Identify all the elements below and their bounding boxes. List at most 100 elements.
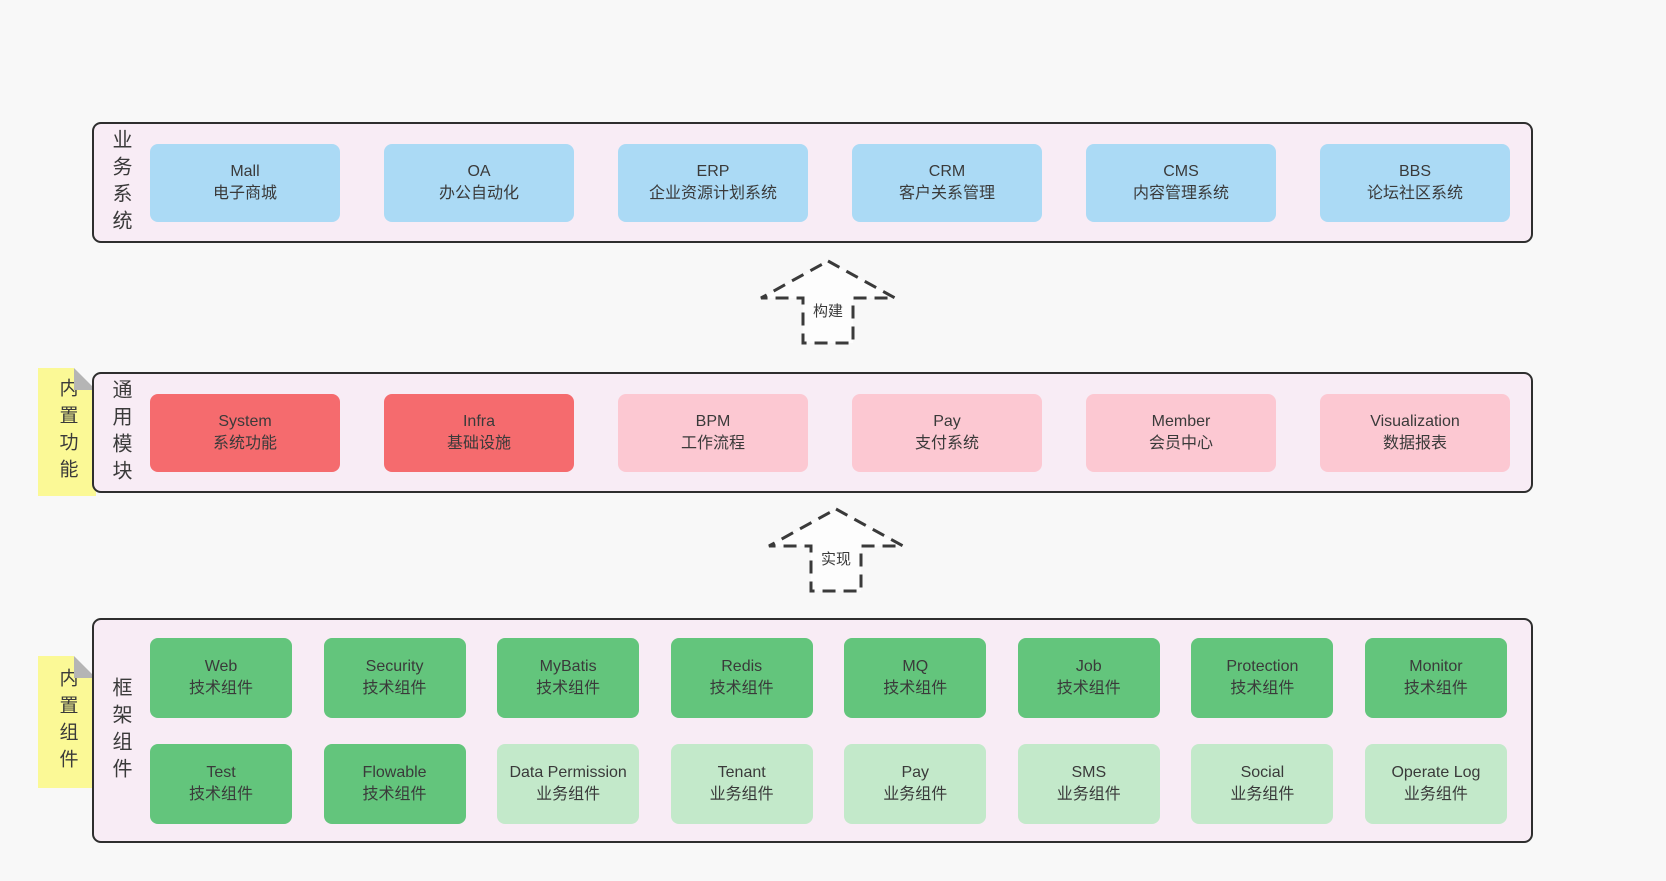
box-subtitle: 内容管理系统 xyxy=(1132,184,1229,202)
box-title: Operate Log xyxy=(1391,763,1481,781)
box-title: MQ xyxy=(902,657,929,675)
framework-components-grid: Web 技术组件 Security 技术组件 MyBatis 技术组件 Redi… xyxy=(135,637,1531,824)
box-title: Job xyxy=(1075,657,1102,675)
box-subtitle: 技术组件 xyxy=(709,679,774,697)
business-systems-panel: 业务系统 Mall 电子商城 OA 办公自动化 ERP 企业资源计划系统 CRM… xyxy=(92,122,1533,243)
box-title: BBS xyxy=(1398,162,1431,180)
box-subtitle: 技术组件 xyxy=(1403,679,1468,697)
box-subtitle: 技术组件 xyxy=(188,679,253,697)
box-title: Data Permission xyxy=(509,763,627,781)
box-title: Visualization xyxy=(1370,412,1460,430)
box-subtitle: 技术组件 xyxy=(362,785,427,803)
box-subtitle: 技术组件 xyxy=(1230,679,1295,697)
common-modules-panel: 通用模块 System 系统功能 Infra 基础设施 BPM 工作流程 Pay… xyxy=(92,372,1533,493)
box-monitor: Monitor 技术组件 xyxy=(1364,637,1507,718)
box-system: System 系统功能 xyxy=(150,393,340,472)
box-title: Web xyxy=(204,657,238,675)
implement-arrow-label: 实现 xyxy=(817,548,855,569)
framework-components-label: 框架组件 xyxy=(109,676,131,785)
box-subtitle: 支付系统 xyxy=(914,434,979,452)
framework-row-1: Web 技术组件 Security 技术组件 MyBatis 技术组件 Redi… xyxy=(150,637,1507,718)
box-title: Test xyxy=(206,763,236,781)
box-subtitle: 技术组件 xyxy=(188,785,253,803)
box-title: Member xyxy=(1151,412,1211,430)
box-subtitle: 技术组件 xyxy=(362,679,427,697)
builtin-components-sticky-note: 内置组件 xyxy=(38,656,96,788)
box-subtitle: 业务组件 xyxy=(1056,785,1121,803)
box-member: Member 会员中心 xyxy=(1086,393,1276,472)
box-title: Tenant xyxy=(717,763,766,781)
box-tenant: Tenant 业务组件 xyxy=(670,743,813,824)
box-subtitle: 工作流程 xyxy=(680,434,745,452)
box-job: Job 技术组件 xyxy=(1017,637,1160,718)
box-title: Pay xyxy=(933,412,961,430)
box-mybatis: MyBatis 技术组件 xyxy=(497,637,640,718)
box-protection: Protection 技术组件 xyxy=(1191,637,1334,718)
box-title: Flowable xyxy=(362,763,427,781)
box-title: ERP xyxy=(696,162,730,180)
box-title: System xyxy=(218,412,272,430)
box-title: OA xyxy=(467,162,491,180)
box-title: Infra xyxy=(462,412,495,430)
box-subtitle: 技术组件 xyxy=(1056,679,1121,697)
box-mq: MQ 技术组件 xyxy=(844,637,987,718)
box-title: Monitor xyxy=(1409,657,1463,675)
box-title: Mall xyxy=(230,162,260,180)
box-subtitle: 客户关系管理 xyxy=(898,184,995,202)
box-operate-log: Operate Log 业务组件 xyxy=(1364,743,1507,824)
box-subtitle: 业务组件 xyxy=(709,785,774,803)
box-social: Social 业务组件 xyxy=(1191,743,1334,824)
box-flowable: Flowable 技术组件 xyxy=(323,743,466,824)
box-subtitle: 办公自动化 xyxy=(438,184,519,202)
box-title: Redis xyxy=(721,657,763,675)
builtin-components-label: 内置组件 xyxy=(56,668,78,776)
box-test: Test 技术组件 xyxy=(150,743,292,824)
business-systems-boxes: Mall 电子商城 OA 办公自动化 ERP 企业资源计划系统 CRM 客户关系… xyxy=(135,143,1531,222)
box-title: MyBatis xyxy=(539,657,597,675)
box-cms: CMS 内容管理系统 xyxy=(1086,143,1276,222)
implement-arrow: 实现 xyxy=(766,506,906,594)
box-title: CRM xyxy=(928,162,966,180)
box-subtitle: 论坛社区系统 xyxy=(1366,184,1463,202)
box-title: Pay xyxy=(901,763,930,781)
box-subtitle: 会员中心 xyxy=(1148,434,1213,452)
box-subtitle: 技术组件 xyxy=(536,679,601,697)
box-title: BPM xyxy=(695,412,731,430)
box-web: Web 技术组件 xyxy=(150,637,292,718)
builtin-features-sticky-note: 内置功能 xyxy=(38,368,96,496)
box-subtitle: 数据报表 xyxy=(1382,434,1447,452)
builtin-features-label: 内置功能 xyxy=(56,378,78,486)
framework-components-panel: 框架组件 Web 技术组件 Security 技术组件 MyBatis 技术组件… xyxy=(92,618,1533,843)
business-systems-label: 业务系统 xyxy=(109,128,131,237)
box-subtitle: 业务组件 xyxy=(1403,785,1468,803)
box-redis: Redis 技术组件 xyxy=(670,637,813,718)
box-title: CMS xyxy=(1163,162,1199,180)
box-visualization: Visualization 数据报表 xyxy=(1320,393,1510,472)
box-crm: CRM 客户关系管理 xyxy=(852,143,1042,222)
box-security: Security 技术组件 xyxy=(323,637,466,718)
box-mall: Mall 电子商城 xyxy=(150,143,340,222)
build-arrow: 构建 xyxy=(758,258,898,346)
box-infra: Infra 基础设施 xyxy=(384,393,574,472)
box-title: Security xyxy=(365,657,424,675)
box-subtitle: 技术组件 xyxy=(883,679,948,697)
box-oa: OA 办公自动化 xyxy=(384,143,574,222)
framework-row-2: Test 技术组件 Flowable 技术组件 Data Permission … xyxy=(150,743,1507,824)
box-subtitle: 业务组件 xyxy=(1230,785,1295,803)
box-subtitle: 系统功能 xyxy=(212,434,277,452)
box-title: Social xyxy=(1240,763,1285,781)
box-subtitle: 电子商城 xyxy=(212,184,277,202)
box-sms: SMS 业务组件 xyxy=(1017,743,1160,824)
box-subtitle: 基础设施 xyxy=(446,434,511,452)
box-title: Protection xyxy=(1226,657,1299,675)
box-data-permission: Data Permission 业务组件 xyxy=(497,743,640,824)
box-erp: ERP 企业资源计划系统 xyxy=(618,143,808,222)
box-subtitle: 业务组件 xyxy=(536,785,601,803)
box-bpm: BPM 工作流程 xyxy=(618,393,808,472)
box-pay-module: Pay 支付系统 xyxy=(852,393,1042,472)
box-subtitle: 企业资源计划系统 xyxy=(648,184,777,202)
box-bbs: BBS 论坛社区系统 xyxy=(1320,143,1510,222)
build-arrow-label: 构建 xyxy=(809,300,847,321)
common-modules-boxes: System 系统功能 Infra 基础设施 BPM 工作流程 Pay 支付系统… xyxy=(135,393,1531,472)
